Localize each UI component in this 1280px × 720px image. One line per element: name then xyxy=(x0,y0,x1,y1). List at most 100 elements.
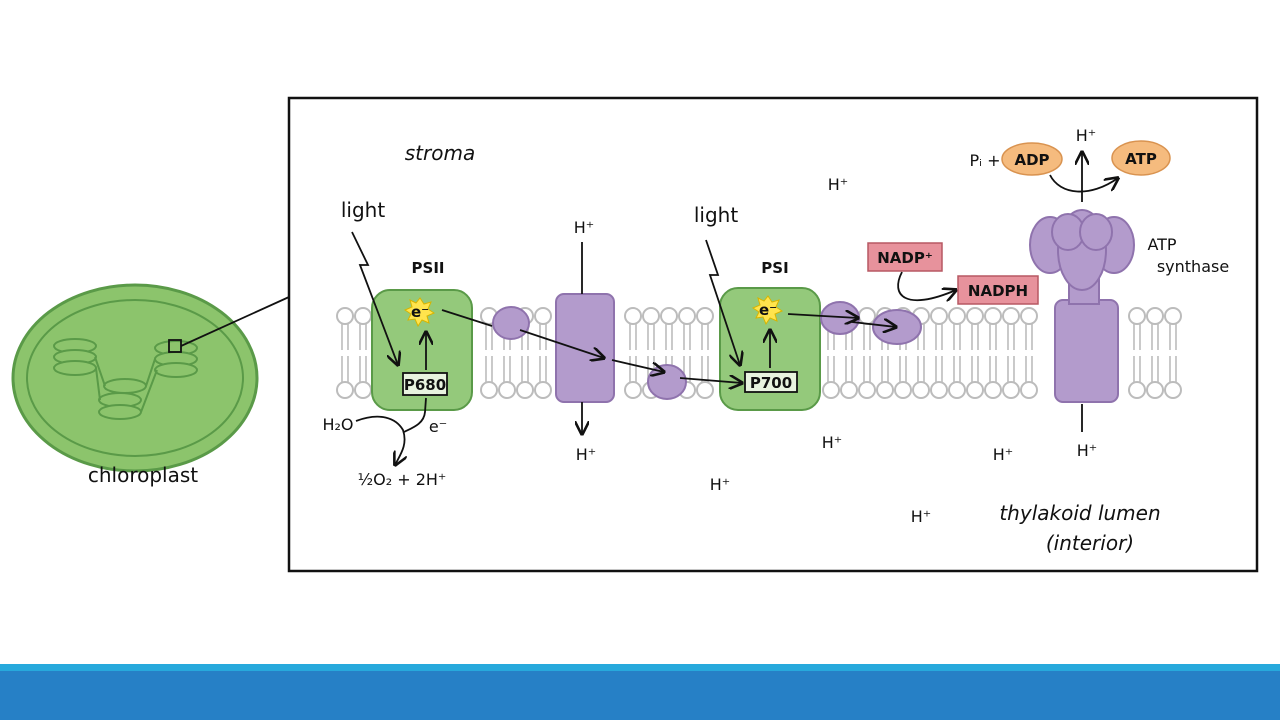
proton-lumen-bottom: H⁺ xyxy=(911,507,931,526)
water-reactant: H₂O xyxy=(322,415,353,434)
electron-path-1 xyxy=(441,309,493,327)
lipid-tail xyxy=(629,356,637,382)
psi-electron: e⁻ xyxy=(759,301,777,319)
lipid-tail xyxy=(863,356,871,382)
lipid-head xyxy=(696,381,714,399)
atp-bubble: ATP xyxy=(1111,140,1171,176)
lipid-tail xyxy=(935,356,943,382)
proton-stroma-atp: H⁺ xyxy=(1076,126,1096,145)
lipid-tail xyxy=(647,324,655,350)
light-arrow-psii xyxy=(351,231,398,365)
lipid-head xyxy=(660,307,678,325)
lipid-tail xyxy=(539,356,547,382)
electron-star-icon xyxy=(403,297,436,328)
zoom-line xyxy=(180,296,290,347)
lipid-tail xyxy=(683,324,691,350)
lumen-label-line2: (interior) xyxy=(1046,531,1134,555)
atp-synthase-complex xyxy=(1029,209,1135,403)
lipid-head xyxy=(1146,307,1164,325)
phosphate-label: Pᵢ + xyxy=(970,151,1001,170)
proton-stroma-cyt: H⁺ xyxy=(574,218,594,237)
lipid-head xyxy=(480,381,498,399)
electron-star-icon xyxy=(751,295,784,326)
stroma-label: stroma xyxy=(405,141,475,165)
lipid-head xyxy=(642,307,660,325)
lipid-tail xyxy=(863,324,871,350)
lipid-head xyxy=(930,381,948,399)
light-label-psi: light xyxy=(694,203,738,227)
lipid-tail xyxy=(341,324,349,350)
light-arrow-psi xyxy=(705,239,740,365)
lipid-head xyxy=(354,307,372,325)
water-splitting-arrow xyxy=(355,415,405,465)
nadp-plus-box: NADP⁺ xyxy=(867,242,943,272)
lipid-head xyxy=(534,381,552,399)
proton-lumen-psi: H⁺ xyxy=(822,433,842,452)
psii-electron: e⁻ xyxy=(411,303,429,321)
psii-complex: PSII e⁻ P680 xyxy=(371,259,473,411)
lipid-tail xyxy=(899,356,907,382)
lipid-head xyxy=(516,381,534,399)
lipid-tail xyxy=(1151,324,1159,350)
lipid-head xyxy=(354,381,372,399)
lipid-head xyxy=(966,381,984,399)
lipid-tail xyxy=(917,356,925,382)
chloroplast-illustration: chloroplast xyxy=(11,283,290,487)
lipid-head xyxy=(1128,381,1146,399)
lipid-tail xyxy=(701,324,709,350)
lipid-tail xyxy=(935,324,943,350)
lipid-tail xyxy=(629,324,637,350)
proton-lumen-mid: H⁺ xyxy=(710,475,730,494)
lipid-tail xyxy=(971,324,979,350)
lipid-head xyxy=(1128,307,1146,325)
lipid-head xyxy=(624,307,642,325)
lipid-head xyxy=(840,381,858,399)
nadph-box: NADPH xyxy=(957,275,1039,305)
lipid-tail xyxy=(665,324,673,350)
psi-center: P700 xyxy=(750,374,792,392)
lipid-tail xyxy=(1151,356,1159,382)
lipid-tail xyxy=(503,356,511,382)
lipid-tail xyxy=(1133,324,1141,350)
cytochrome-complex xyxy=(555,293,615,403)
electron-path-3 xyxy=(611,359,664,372)
atp-synthase-label-line2: synthase xyxy=(1157,257,1229,276)
lipid-head xyxy=(984,381,1002,399)
lipid-tail xyxy=(953,324,961,350)
chloroplast-label: chloroplast xyxy=(88,463,198,487)
lipid-tail xyxy=(359,356,367,382)
lipid-head xyxy=(948,381,966,399)
lipid-tail xyxy=(1007,356,1015,382)
water-products: ½O₂ + 2H⁺ xyxy=(358,470,447,489)
water-electron: e⁻ xyxy=(429,417,447,436)
lipid-head xyxy=(624,381,642,399)
electron-path-6 xyxy=(851,322,896,327)
zoom-frame xyxy=(287,96,1259,573)
lipid-tail xyxy=(881,356,889,382)
lipid-tail xyxy=(989,356,997,382)
electron-carriers xyxy=(492,293,922,403)
lipid-tail xyxy=(1133,356,1141,382)
lipid-head xyxy=(876,381,894,399)
lipid-head xyxy=(1146,381,1164,399)
lipid-head xyxy=(678,307,696,325)
psii-center: P680 xyxy=(404,376,446,394)
nadph-label: NADPH xyxy=(968,282,1028,300)
nadp-reductase xyxy=(872,309,922,345)
lipid-head xyxy=(858,307,876,325)
lipid-tail xyxy=(341,356,349,382)
lipid-head xyxy=(966,307,984,325)
water-electron-path xyxy=(403,397,427,433)
lipid-head xyxy=(894,381,912,399)
lipid-head xyxy=(534,307,552,325)
footer-accent-bar xyxy=(0,664,1280,671)
lipid-head xyxy=(1164,381,1182,399)
adp-label: ADP xyxy=(1014,151,1049,169)
nadp-reduction-arrow xyxy=(897,271,956,300)
psi-title: PSI xyxy=(761,259,788,277)
lipid-tail xyxy=(1007,324,1015,350)
light-label-psii: light xyxy=(341,198,385,222)
lipid-head xyxy=(498,381,516,399)
lipid-tail xyxy=(845,356,853,382)
psii-title: PSII xyxy=(412,259,445,277)
